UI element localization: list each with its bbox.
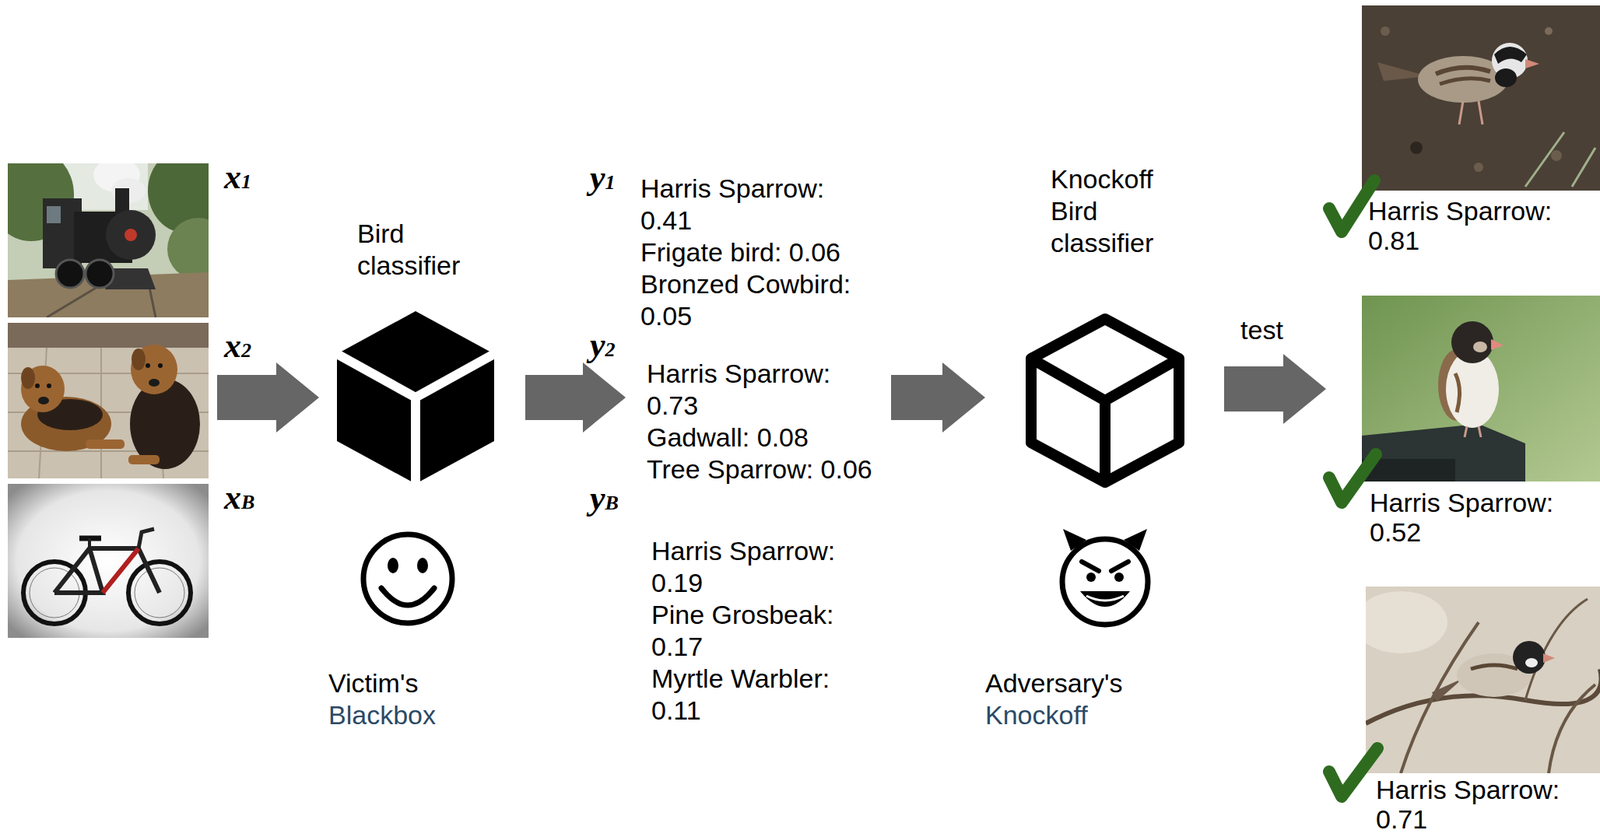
output-label: y1 xyxy=(589,159,616,202)
prediction-text: Myrtle Warbler: 0.11 xyxy=(651,663,878,727)
knockoff-cube xyxy=(1031,319,1179,483)
owner-label: Victim's xyxy=(328,667,418,700)
prediction-text: Harris Sparrow: 0.19 xyxy=(651,535,878,600)
test-images: Harris Sparrow: 0.81Harris Sparrow: 0.52… xyxy=(1361,0,1600,837)
smiley-icon xyxy=(363,534,453,624)
block-arrow xyxy=(525,362,626,433)
bird-photo xyxy=(1361,295,1600,482)
test-prediction: Harris Sparrow: 0.81 xyxy=(1368,196,1586,256)
output-label: yB xyxy=(589,480,619,523)
test-prediction: Harris Sparrow: 0.71 xyxy=(1375,775,1594,835)
prediction-text: Pine Grosbeak: 0.17 xyxy=(651,599,878,664)
check-mark xyxy=(1329,180,1375,232)
victim-blackbox: Bird classifierVictim'sBlackbox xyxy=(328,217,496,736)
prediction-text: Tree Sparrow: 0.06 xyxy=(646,453,881,486)
bird-photo xyxy=(1365,586,1600,774)
blackbox-cube xyxy=(336,311,495,485)
input-label: xB xyxy=(224,479,255,522)
prediction-text: Harris Sparrow: 0.41 xyxy=(640,172,863,237)
devil-icon xyxy=(1062,529,1148,625)
check-mark xyxy=(1329,748,1378,797)
block-arrow xyxy=(217,362,320,433)
prediction-text: Harris Sparrow: 0.73 xyxy=(646,357,881,422)
output-label: y2 xyxy=(589,326,616,369)
prediction-text: Bronzed Cowbird: 0.05 xyxy=(640,268,863,333)
output-predictions: y1Harris Sparrow: 0.41Frigate bird: 0.06… xyxy=(640,172,892,734)
check-mark xyxy=(1329,454,1376,503)
block-arrow xyxy=(1224,354,1327,425)
bicycle-photo xyxy=(7,484,209,639)
model-role: Blackbox xyxy=(328,699,436,732)
arrow-label: test xyxy=(1240,314,1284,347)
prediction-text: Frigate bird: 0.06 xyxy=(640,236,863,269)
input-label: x1 xyxy=(224,158,252,201)
train-photo xyxy=(7,163,209,318)
block-arrow xyxy=(891,362,986,433)
owner-label: Adversary's xyxy=(985,667,1123,700)
adversary-knockoff: Knockoff Bird classifierAdversary'sKnock… xyxy=(985,163,1190,736)
dogs-photo xyxy=(7,322,209,479)
model-label: Bird classifier xyxy=(357,217,482,282)
model-label: Knockoff Bird classifier xyxy=(1050,163,1176,260)
prediction-text: Gadwall: 0.08 xyxy=(646,421,881,454)
bird-photo xyxy=(1361,5,1600,191)
model-role: Knockoff xyxy=(985,699,1088,732)
input-images: x1x2xB xyxy=(7,163,209,640)
test-prediction: Harris Sparrow: 0.52 xyxy=(1369,487,1588,548)
input-label: x2 xyxy=(224,327,252,370)
